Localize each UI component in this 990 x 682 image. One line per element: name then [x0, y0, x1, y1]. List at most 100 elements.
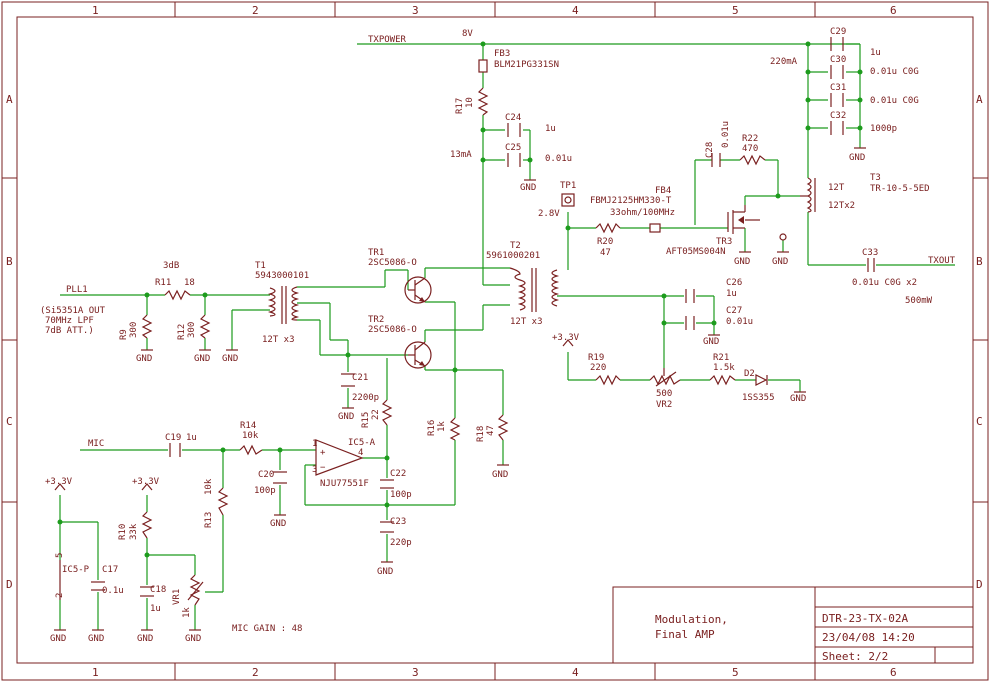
part-value: 1000p	[870, 124, 897, 134]
part-value: 10k	[204, 478, 214, 495]
part-value: TR-10-5-5ED	[870, 184, 930, 194]
part-value: 0.01u C0G	[870, 67, 919, 77]
t3-symbol	[806, 177, 812, 213]
gnd-label: GND	[849, 153, 865, 163]
title-line2: Final AMP	[655, 628, 715, 641]
gnd-label: GND	[88, 634, 104, 644]
part-ref: R11	[155, 278, 171, 288]
part-value: 220p	[390, 538, 412, 548]
part-value: 22	[371, 409, 381, 420]
part-ref: VR2	[656, 400, 672, 410]
part-ref: TR1	[368, 248, 384, 258]
gnd-label: GND	[492, 470, 508, 480]
part-value: 1u	[870, 48, 881, 58]
part-ref: R13	[204, 512, 214, 528]
part-value: NJU77551F	[320, 479, 369, 489]
part-value: 0.01u C0G x2	[852, 278, 917, 288]
supply-arrow	[141, 483, 153, 491]
net-txout: TXOUT	[928, 256, 956, 266]
part-ref: R16	[427, 420, 437, 436]
part-ref: C28	[705, 142, 715, 158]
pin-number: 3	[312, 465, 317, 475]
part-ref: R19	[588, 353, 604, 363]
part-ref: R15	[361, 412, 371, 428]
t3-turns: 12Tx2	[828, 201, 855, 211]
r9-symbol	[141, 314, 153, 339]
doc-date: 23/04/08 14:20	[822, 631, 915, 644]
part-ref: C17	[102, 565, 118, 575]
column-markers: 1 2 3 4 5 6 1 2 3 4 5 6	[92, 4, 897, 679]
r11-symbol	[164, 289, 191, 301]
c29-symbol	[830, 37, 844, 51]
part-ref: C30	[830, 55, 846, 65]
part-value: 0.1u	[102, 586, 124, 596]
part-value: 1.5k	[713, 363, 735, 373]
pin-number: 1	[312, 439, 317, 449]
tp1-voltage: 2.8V	[538, 209, 560, 219]
c26-symbol	[685, 289, 695, 303]
part-ref: R17	[455, 98, 465, 114]
title-line1: Modulation,	[655, 613, 728, 626]
part-ref: C25	[505, 143, 521, 153]
part-ref: R12	[177, 324, 187, 340]
col-marker-bottom: 3	[412, 666, 419, 679]
t1-turns: 12T x3	[262, 335, 295, 345]
part-value: 5943000101	[255, 271, 309, 281]
pll-note: (Si5351A OUT	[40, 306, 106, 316]
tp1-symbol	[561, 193, 575, 207]
part-ref: R14	[240, 421, 256, 431]
row-marker-right: C	[976, 415, 983, 428]
part-ref: IC5-A	[348, 438, 376, 448]
part-value: 1k	[437, 421, 447, 432]
r22-symbol	[739, 154, 766, 166]
r17-symbol	[477, 87, 489, 116]
part-value: AFT05MS004N	[666, 247, 726, 257]
part-ref: C22	[390, 469, 406, 479]
part-ref: R21	[713, 353, 729, 363]
gnd-label: GND	[338, 412, 354, 422]
c25-symbol	[507, 153, 521, 167]
c23-symbol	[380, 521, 394, 533]
pin-number: 4	[358, 448, 363, 458]
part-value: 1u	[186, 433, 197, 443]
part-value: 1SS355	[742, 393, 775, 403]
net-txpower: TXPOWER	[368, 35, 407, 45]
net-pll1: PLL1	[66, 285, 88, 295]
part-ref: C32	[830, 111, 846, 121]
part-value: 18	[184, 278, 195, 288]
net-3v3: +3.3V	[552, 333, 580, 343]
gnd-label: GND	[790, 394, 806, 404]
col-marker-top: 4	[572, 4, 579, 17]
power-500mw: 500mW	[905, 296, 933, 306]
net-labels: TXPOWER 8V PLL1 MIC TXOUT +3.3V +3.3V +3…	[45, 29, 956, 487]
fb3-symbol	[478, 59, 488, 73]
part-value: 0.01u	[721, 121, 731, 148]
row-marker-left: B	[6, 255, 13, 268]
c19-symbol	[169, 443, 181, 457]
part-value: 300	[129, 322, 139, 338]
annotations: 220mA 13mA 500mW 3dB (Si5351A OUT 70MHz …	[40, 57, 933, 634]
tr2-symbol	[404, 341, 432, 369]
part-value: 100p	[390, 490, 412, 500]
current-220ma: 220mA	[770, 57, 798, 67]
net-3v3: +3.3V	[45, 477, 73, 487]
c32-symbol	[830, 121, 844, 135]
gnd-label: GND	[734, 257, 750, 267]
c18-symbol	[140, 586, 154, 597]
r16-symbol	[449, 417, 461, 441]
gnd-label: GND	[520, 183, 536, 193]
col-marker-bottom: 4	[572, 666, 579, 679]
gnd-label: GND	[377, 567, 393, 577]
gnd-label: GND	[772, 257, 788, 267]
mic-gain-note: MIC GAIN : 48	[232, 624, 302, 634]
svg-text:−: −	[320, 463, 326, 473]
row-marker-right: B	[976, 255, 983, 268]
c30-symbol	[830, 65, 844, 79]
part-ref: C27	[726, 306, 742, 316]
part-ref: T3	[870, 173, 881, 183]
part-ref: FB3	[494, 49, 510, 59]
part-value: 2SC5086-O	[368, 325, 417, 335]
part-ref: R20	[597, 237, 613, 247]
part-value: 2SC5086-O	[368, 258, 417, 268]
gnd-label: GND	[703, 337, 719, 347]
